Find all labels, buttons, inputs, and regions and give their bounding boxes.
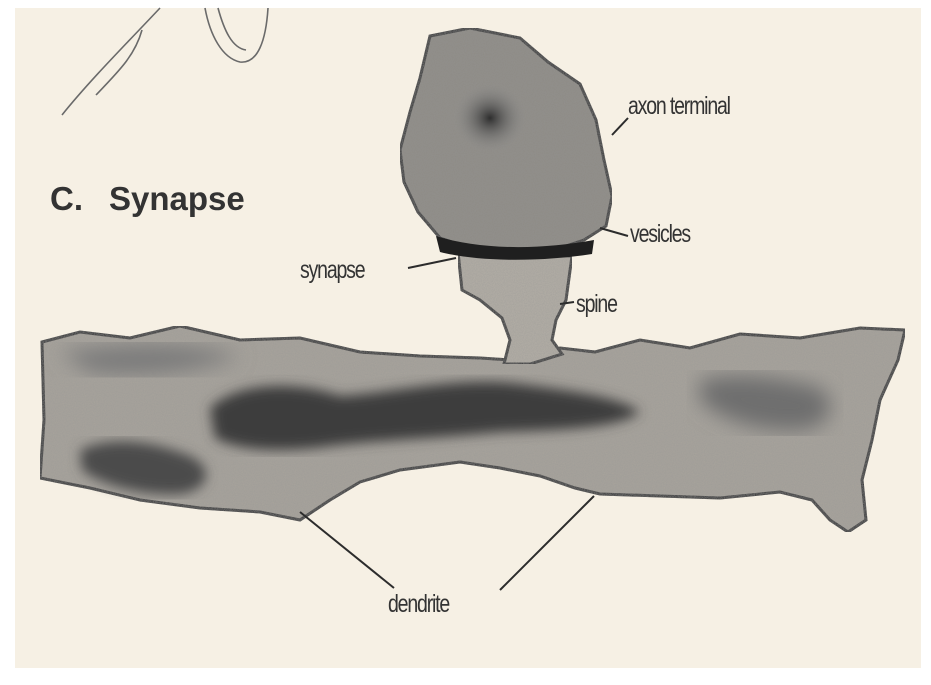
label-axon-terminal: axon terminal <box>628 92 730 121</box>
panel-letter: C. <box>50 180 83 217</box>
corner-sketch-lines <box>62 8 268 115</box>
leader-axon-terminal <box>612 118 628 135</box>
leader-synapse <box>408 258 456 268</box>
label-dendrite: dendrite <box>388 590 449 619</box>
panel-heading: C. Synapse <box>50 180 245 218</box>
label-vesicles: vesicles <box>630 220 690 249</box>
axon-terminal-dark-center <box>454 84 526 152</box>
leader-dendrite-left <box>300 512 394 588</box>
leader-dendrite-right <box>500 496 594 590</box>
panel-title: Synapse <box>109 180 245 217</box>
dendritic-spine <box>458 252 572 364</box>
label-synapse: synapse <box>300 256 364 285</box>
leader-vesicles <box>600 228 628 236</box>
label-spine: spine <box>576 290 617 319</box>
